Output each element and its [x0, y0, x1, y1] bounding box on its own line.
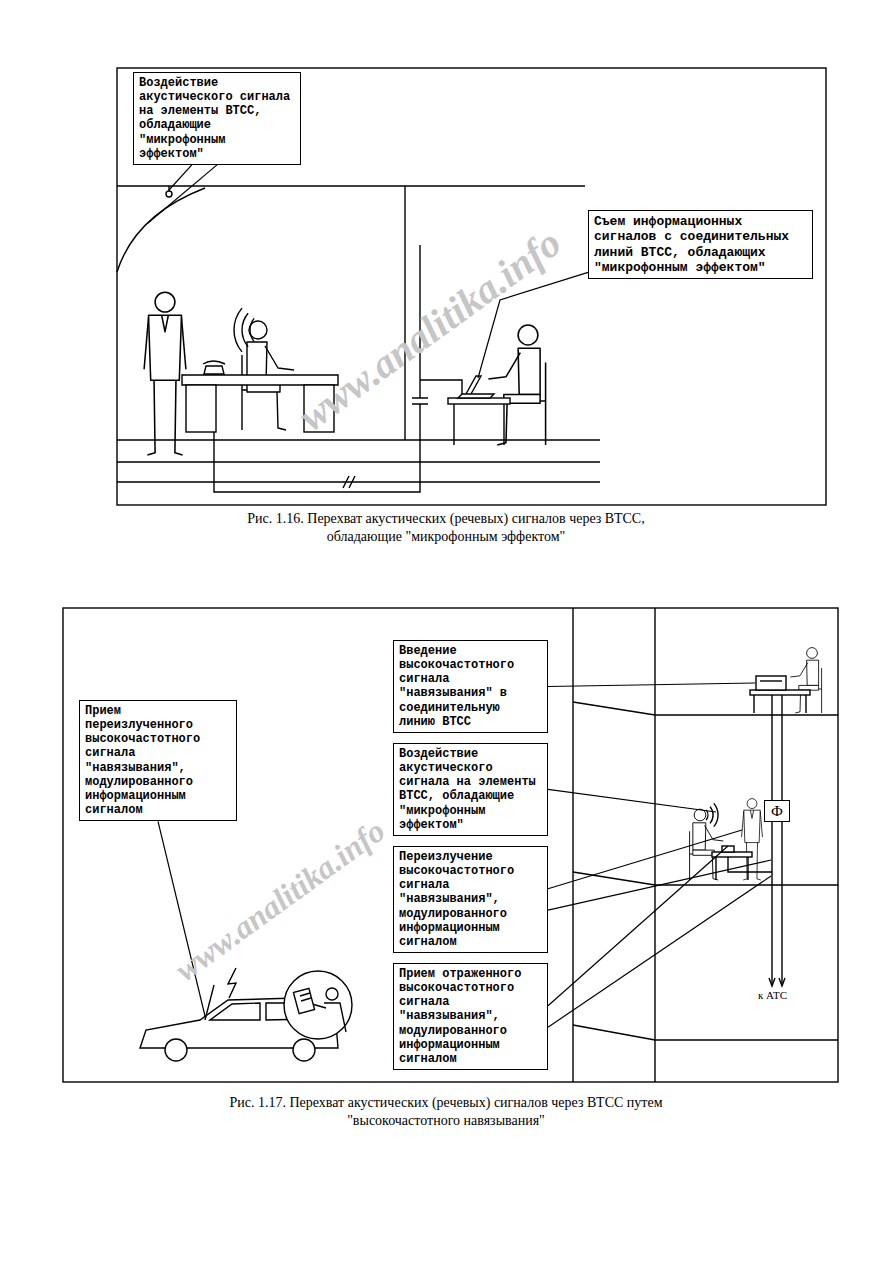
leader-line: [548, 876, 771, 1027]
drawing-path: [454, 404, 504, 445]
drawing-path: [754, 695, 806, 713]
callout-text: Ф: [771, 804, 783, 819]
drawing-rect: [117, 68, 826, 505]
drawing-path: [228, 968, 236, 998]
callout-text: Введение высокочастотного сигнала "навяз…: [399, 644, 542, 729]
drawing-path: [343, 476, 355, 488]
drawing-path: [573, 702, 838, 1040]
drawing-use: [742, 799, 763, 880]
drawing-path: [458, 394, 494, 398]
drawing-rect: [63, 608, 838, 1082]
callout-box: Введение высокочастотного сигнала "навяз…: [393, 640, 548, 733]
callout-text: Прием отраженного высокочастотного сигна…: [399, 967, 542, 1066]
drawing-path: [573, 608, 655, 1082]
callout-box: Съем информационных сигналов с соедините…: [588, 210, 813, 279]
drawing-rect: [186, 385, 216, 432]
figure-2-drawing: [63, 608, 838, 1082]
drawing-path: [466, 376, 481, 394]
drawing-rect: [750, 690, 810, 695]
drawing-rect: [293, 988, 314, 1013]
drawing-use: [488, 325, 545, 445]
drawing-circle: [166, 191, 172, 197]
drawing-path: [117, 440, 600, 482]
figure-caption: Рис. 1.16. Перехват акустических (речевы…: [226, 510, 666, 546]
leader-line: [148, 165, 217, 223]
filter-box: Ф: [764, 800, 790, 822]
leader-line: [548, 683, 755, 687]
drawing-path: [182, 375, 338, 385]
drawing-rect: [448, 398, 510, 404]
leader-line: [158, 821, 205, 1016]
leader-line: [548, 789, 716, 812]
callout-text: Съем информационных сигналов с соедините…: [594, 214, 807, 275]
drawing-circle: [165, 1039, 187, 1061]
figure-1-drawing: [117, 68, 826, 505]
watermark: www.analitika.info: [169, 814, 390, 987]
drawing-path: [205, 985, 214, 1020]
drawing-use: [144, 292, 186, 455]
drawing-rect: [756, 676, 786, 690]
drawing-path: [769, 978, 785, 986]
callout-text: Воздействие акустического сигнала на эле…: [399, 747, 542, 832]
drawing-path: [404, 186, 405, 440]
callout-text: Переизлучение высокочастотного сигнала "…: [399, 850, 542, 949]
drawing-path: [203, 361, 225, 364]
drawing-path: [772, 695, 782, 800]
leader-line: [169, 165, 192, 190]
figure-caption: Рис. 1.17. Перехват акустических (речевы…: [226, 1094, 666, 1130]
callout-box: Прием переизлученного высокочастотного с…: [79, 700, 237, 821]
drawing-path: [312, 1003, 346, 1032]
callout-text: Прием переизлученного высокочастотного с…: [85, 704, 231, 817]
leader-line: [548, 860, 771, 910]
drawing-circle: [326, 988, 338, 1000]
drawing-path: [117, 188, 205, 272]
drawing-path: [234, 308, 254, 352]
drawing-path: [772, 822, 782, 984]
callout-box: Воздействие акустического сигнала на эле…: [393, 743, 548, 836]
drawing-path: [420, 380, 462, 394]
leader-line: [548, 846, 728, 1006]
drawing-path: [300, 993, 311, 1001]
drawing-path: [204, 366, 224, 374]
callout-box: Воздействие акустического сигнала на эле…: [133, 72, 301, 165]
drawing-circle: [293, 1039, 315, 1061]
callout-box: Переизлучение высокочастотного сигнала "…: [393, 846, 548, 953]
drawing-path: [117, 185, 585, 186]
drawing-path: [760, 680, 782, 681]
drawing-path: [412, 398, 428, 404]
drawing-circle: [284, 971, 352, 1039]
callout-box: Прием отраженного высокочастотного сигна…: [393, 963, 548, 1070]
callout-text: Воздействие акустического сигнала на эле…: [139, 76, 295, 161]
drawing-path: [706, 803, 718, 826]
line-label: к АТС: [758, 990, 787, 1001]
